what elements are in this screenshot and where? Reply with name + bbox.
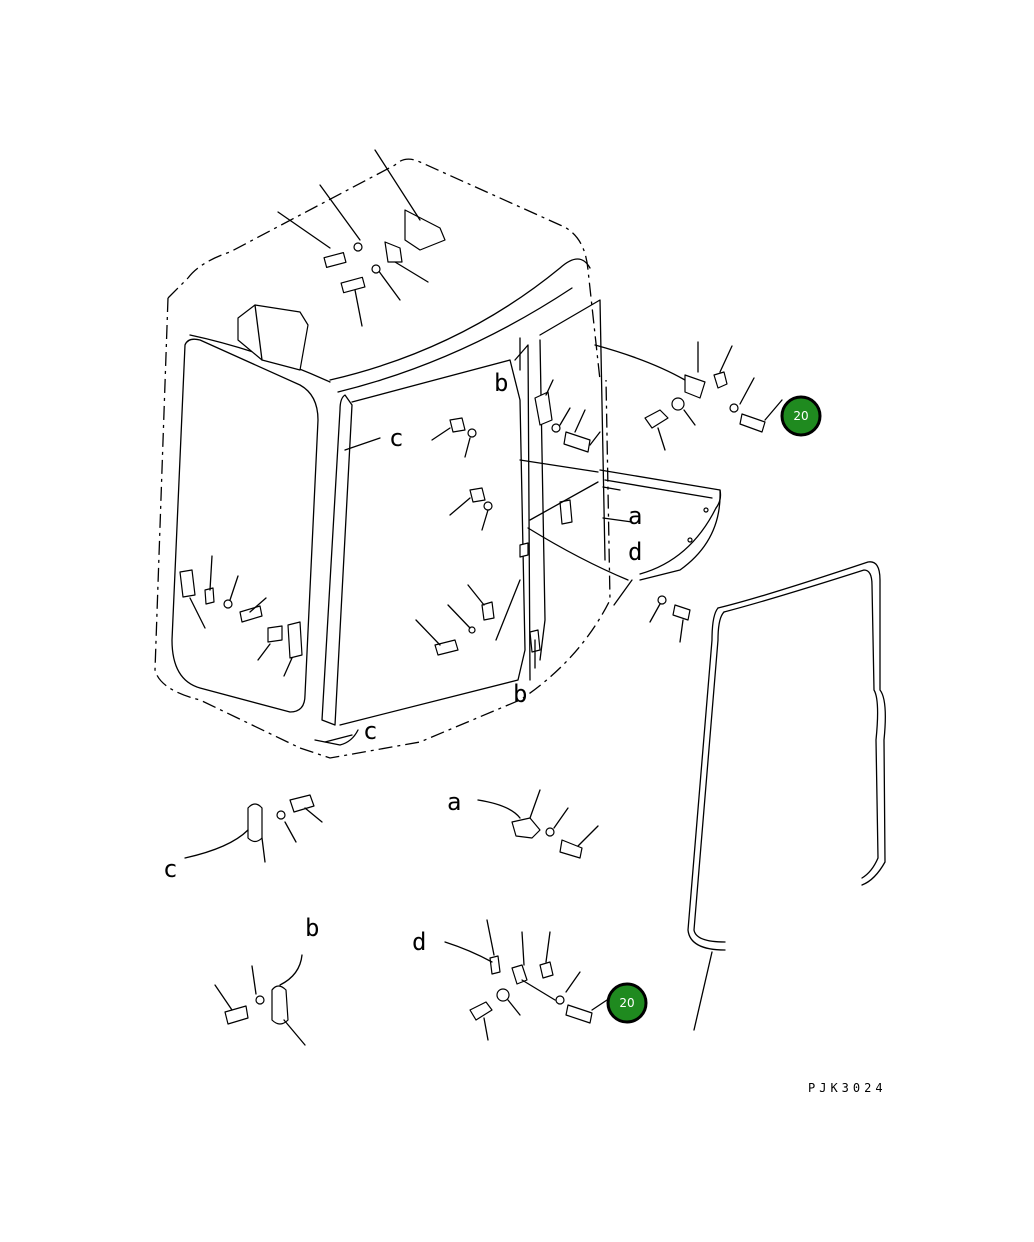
callout-letter-d: d xyxy=(412,928,426,956)
detail-b xyxy=(214,954,306,1046)
callout-letter-b: b xyxy=(494,369,508,397)
callout-letter-a: a xyxy=(447,788,461,816)
detail-d xyxy=(444,919,608,1041)
cab-body xyxy=(154,158,611,759)
badge-label: 20 xyxy=(619,996,634,1010)
drawing-code: PJK3024 xyxy=(808,1081,887,1095)
callout-letter-c: c xyxy=(163,855,177,883)
left-window-hardware xyxy=(179,555,303,677)
part-badge-upper[interactable]: 20 xyxy=(780,395,822,437)
part-badge-lower[interactable]: 20 xyxy=(606,982,648,1024)
door-sash-rail xyxy=(599,469,722,643)
callout-letter-a: a xyxy=(628,502,642,530)
callout-arrows xyxy=(324,337,633,743)
detail-c xyxy=(184,794,323,863)
roof-bracket-group xyxy=(277,149,446,327)
callout-letter-d: d xyxy=(628,538,642,566)
pillar-hinges xyxy=(431,379,629,581)
door-hinge-upper xyxy=(594,341,783,451)
badge-label: 20 xyxy=(793,409,808,423)
callout-letter-b: b xyxy=(305,914,319,942)
lower-front-hardware xyxy=(415,542,541,656)
callout-letter-c: c xyxy=(363,717,377,745)
callout-letter-c: c xyxy=(389,424,403,452)
callout-letter-b: b xyxy=(513,680,527,708)
detail-a xyxy=(477,789,599,859)
door-seal xyxy=(687,561,886,1031)
